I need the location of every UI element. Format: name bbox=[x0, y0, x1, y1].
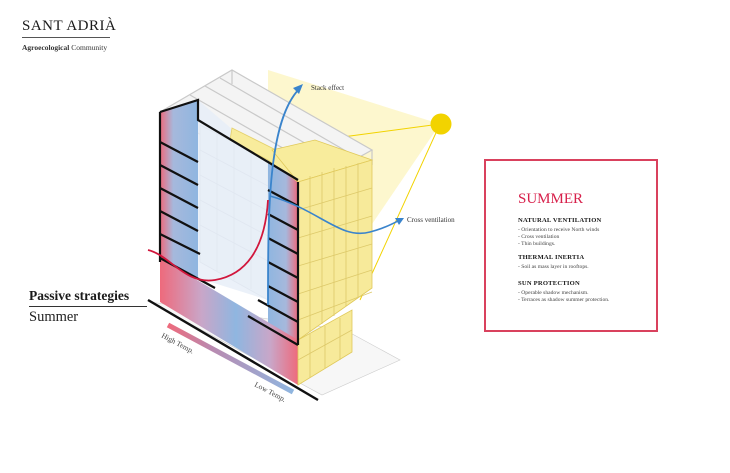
passive-strategies-caption: Passive strategies Summer bbox=[29, 288, 147, 326]
section-cut-lines bbox=[158, 98, 300, 346]
hot-air-flow-curve bbox=[147, 199, 269, 282]
facade-grid bbox=[297, 163, 373, 378]
list-item: - Soil as mass layer in rooftops. bbox=[518, 264, 589, 270]
section-natural-ventilation: NATURAL VENTILATION - Orientation to rec… bbox=[518, 217, 602, 248]
right-section-wall bbox=[268, 160, 298, 350]
sun-ray-bottom bbox=[359, 123, 441, 301]
list-item: - Terraces as shadow summer protection. bbox=[518, 297, 610, 303]
temperature-gradient-bar bbox=[166, 322, 295, 395]
list-item: - Orientation to receive North winds bbox=[518, 227, 600, 233]
base-section bbox=[160, 258, 298, 385]
cross-ventilation-arrowhead bbox=[395, 218, 404, 225]
stack-effect-label: Stack effect bbox=[311, 84, 344, 92]
subtitle-bold: Agroecological bbox=[22, 43, 70, 52]
subtitle-rest: Community bbox=[69, 43, 108, 52]
section-heading: THERMAL INERTIA bbox=[518, 254, 585, 261]
section-heading: SUN PROTECTION bbox=[518, 280, 580, 287]
section-thermal-inertia: THERMAL INERTIA - Soil as mass layer in … bbox=[518, 254, 589, 271]
season-label: Summer bbox=[29, 309, 79, 325]
list-item: - Cross ventilation bbox=[518, 234, 560, 240]
section-heading: NATURAL VENTILATION bbox=[518, 217, 602, 224]
section-sun-protection: SUN PROTECTION - Operable shadow mechani… bbox=[518, 280, 609, 304]
list-item: - Operable shadow mechanism. bbox=[518, 290, 589, 296]
cross-ventilation-arrow bbox=[269, 195, 401, 235]
panel-title: SUMMER bbox=[518, 191, 584, 207]
stack-effect-arrow bbox=[267, 87, 301, 306]
facade-upper bbox=[297, 159, 373, 341]
ground-line bbox=[147, 298, 319, 402]
strategies-divider bbox=[29, 306, 147, 307]
title-underline bbox=[22, 37, 110, 38]
summer-info-panel: SUMMER NATURAL VENTILATION - Orientation… bbox=[484, 159, 658, 332]
project-subtitle: Agroecological Community bbox=[22, 43, 116, 52]
list-item: - Thin buildings. bbox=[518, 241, 556, 247]
strategies-heading: Passive strategies bbox=[29, 288, 130, 303]
header: SANT ADRIÀ Agroecological Community bbox=[22, 18, 116, 52]
left-section-wall bbox=[160, 100, 198, 278]
low-temp-label: Low Temp. bbox=[253, 380, 288, 404]
sun-icon bbox=[430, 113, 452, 135]
cross-ventilation-label: Cross ventilation bbox=[407, 216, 455, 224]
project-title: SANT ADRIÀ bbox=[22, 18, 117, 34]
stack-effect-arrowhead bbox=[293, 84, 303, 94]
